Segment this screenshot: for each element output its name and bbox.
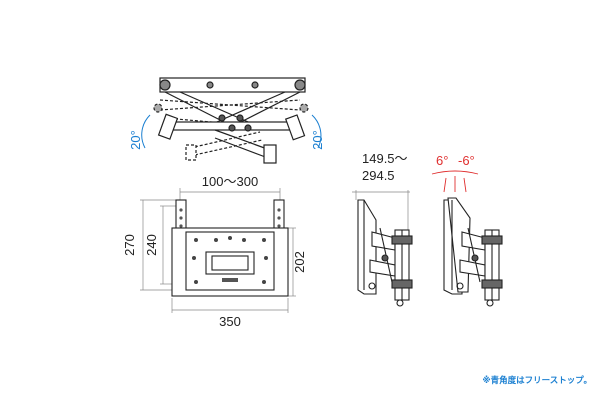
- front-view: [140, 188, 296, 313]
- swivel-right-block: [284, 114, 306, 141]
- footnote: ※青角度はフリーストップ。: [482, 376, 592, 386]
- pivot: [159, 79, 171, 91]
- tilt-view: [431, 170, 503, 307]
- dim-depth-line2: 294.5: [362, 168, 395, 183]
- plate-window: [205, 251, 255, 275]
- swivel-angle-right: [311, 114, 322, 149]
- dim-depth-line1: 149.5〜: [362, 151, 408, 166]
- swivel-right-label: 20°: [310, 130, 325, 150]
- swivel-right-bracket: [263, 144, 277, 164]
- swivel-angle-left: [141, 114, 151, 149]
- pivot: [251, 81, 259, 89]
- dim-top-width: 100〜300: [202, 174, 258, 189]
- pivot: [294, 79, 306, 91]
- tilt-down-label: -6°: [458, 153, 475, 168]
- tilt-up-label: 6°: [436, 153, 448, 168]
- pivot: [206, 81, 214, 89]
- dim-height-inner: 240: [144, 234, 159, 256]
- wall-plate-top: [159, 77, 306, 93]
- plate-inner: [185, 231, 275, 291]
- swivel-left-label: 20°: [128, 130, 143, 150]
- dim-height-right: 202: [292, 251, 307, 273]
- dim-bottom-width: 350: [219, 314, 241, 329]
- dim-height-outer: 270: [122, 234, 137, 256]
- plate-window-inner: [211, 255, 249, 271]
- side-view: [352, 190, 413, 307]
- arm: [234, 91, 301, 126]
- swivel-left-block: [157, 113, 179, 140]
- top-view: [153, 77, 309, 164]
